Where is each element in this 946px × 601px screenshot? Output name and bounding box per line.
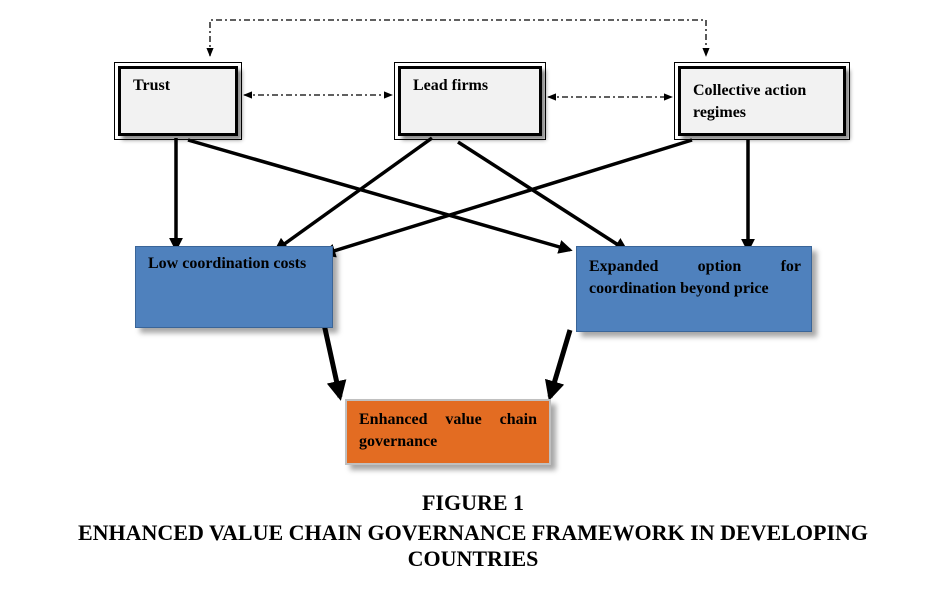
arrow-leadfirms-to-low	[273, 136, 434, 252]
arrow-expanded-to-enhanced	[544, 329, 573, 401]
node-expanded-option: Expanded option for coordination beyond …	[576, 246, 812, 332]
node-collective-action-label: Collective action regimes	[693, 82, 807, 121]
arrow-collective-to-low	[321, 138, 693, 258]
figure-label: FIGURE 1	[421, 490, 525, 515]
figure-title: ENHANCED VALUE CHAIN GOVERNANCE FRAMEWOR…	[77, 520, 869, 571]
node-lead-firms: Lead firms	[394, 62, 546, 140]
node-enhanced-governance: Enhanced value chain governance	[345, 399, 551, 465]
node-trust: Trust	[114, 62, 242, 140]
arrow-low-to-enhanced	[321, 323, 347, 401]
node-expanded-option-label: Expanded option for coordination beyond …	[589, 258, 801, 297]
arrow-leadfirms-to-expanded	[457, 140, 629, 252]
arrow-trust-to-expanded	[187, 138, 573, 254]
node-low-coordination-label: Low coordination costs	[148, 255, 307, 272]
node-trust-label: Trust	[133, 77, 171, 94]
link-trust-collective	[206, 19, 710, 57]
node-collective-action: Collective action regimes	[674, 62, 850, 140]
node-enhanced-governance-label: Enhanced value chain governance	[359, 411, 537, 450]
node-low-coordination: Low coordination costs	[135, 246, 333, 328]
node-lead-firms-label: Lead firms	[413, 77, 489, 94]
